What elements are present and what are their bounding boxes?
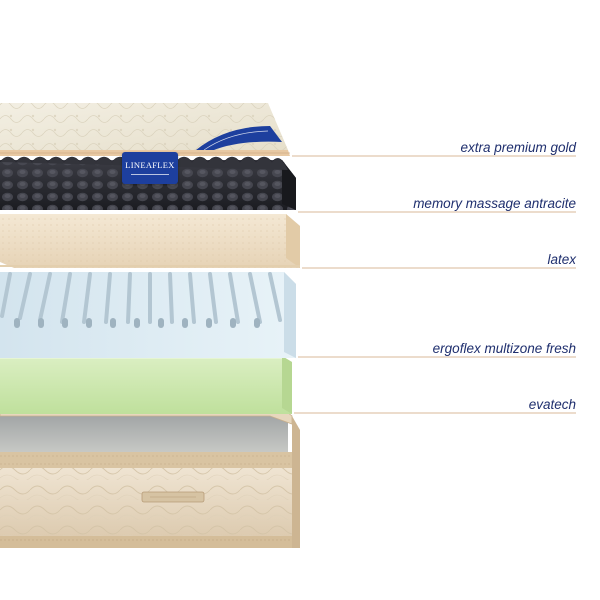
brand-underline [131,173,169,175]
layer-latex-block [0,214,300,268]
brand-name: LINEAFLEX [125,160,175,171]
layer-label-latex: latex [547,252,576,267]
layer-evatech-block [0,356,292,414]
layer-label-evatech: evatech [528,397,576,412]
leader-lines [292,155,576,414]
layer-ergoflex-block [0,272,296,358]
layer-extra-premium-gold-block [0,103,290,156]
layer-label-extra-premium-gold: extra premium gold [460,140,576,155]
layer-label-memory-massage-antracite: memory massage antracite [413,196,576,211]
layer-label-ergoflex-multizone-fresh: ergoflex multizone fresh [432,341,576,356]
brand-label-tag: LINEAFLEX [122,152,178,184]
mattress-base-cover [0,399,300,548]
layer-memory-block [0,156,296,210]
